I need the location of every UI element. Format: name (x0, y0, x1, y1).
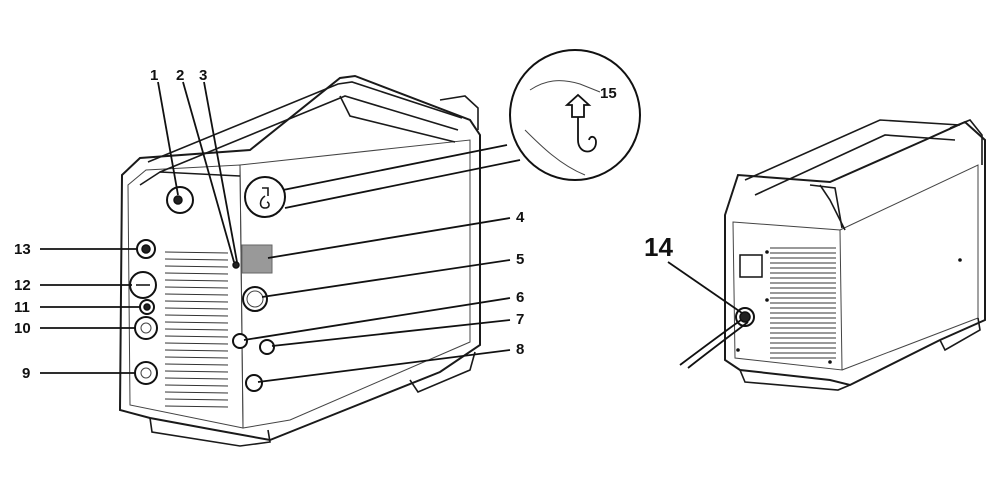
grille-slot (164, 342, 229, 345)
leader-8 (257, 349, 511, 383)
lifting-hook-icon (564, 93, 597, 153)
callout-3: 3 (199, 67, 207, 84)
callout-6: 6 (516, 289, 524, 306)
machine-front-view (118, 74, 481, 447)
callout-2: 2 (176, 67, 184, 84)
grille-slot (164, 251, 229, 254)
socket-9[interactable] (134, 361, 158, 385)
leader-2 (182, 81, 235, 263)
screw (765, 250, 769, 254)
socket-10-inner (140, 322, 152, 334)
callout-15: 15 (600, 85, 617, 102)
side-panel (239, 139, 471, 429)
front-foot (149, 417, 271, 447)
connector-6[interactable] (232, 333, 248, 349)
power-cord (679, 319, 749, 369)
magnifier-detail (524, 80, 601, 176)
grille-slot (164, 307, 229, 310)
rear-handle-corner (809, 119, 983, 229)
rear-label (739, 254, 763, 278)
socket-10[interactable] (134, 316, 158, 340)
grille-slot (164, 405, 229, 408)
callout-9: 9 (22, 365, 30, 382)
grille-slot (164, 265, 229, 268)
leader-7 (271, 319, 511, 347)
callout-13: 13 (14, 241, 31, 258)
grille-slot (164, 349, 229, 352)
callout-12: 12 (14, 277, 31, 294)
callout-7: 7 (516, 311, 524, 328)
callout-11: 11 (14, 299, 30, 316)
connector-7[interactable] (259, 339, 275, 355)
rear-corner (439, 95, 479, 130)
leader-1 (157, 81, 179, 196)
rear-side-panel (839, 164, 979, 371)
callout-1: 1 (150, 67, 158, 84)
magnifier-circle (509, 49, 641, 181)
magnifier-line-1 (282, 144, 508, 191)
control-13-center (141, 244, 151, 254)
connector-8[interactable] (245, 374, 263, 392)
indicator-led (232, 261, 240, 269)
grille-slot (164, 286, 229, 289)
grille-slot (164, 328, 229, 331)
grille-slot (164, 377, 229, 380)
leader-4 (267, 217, 511, 259)
grille-slot (164, 391, 229, 394)
rear-foot (409, 351, 476, 393)
leader-14 (667, 261, 743, 314)
control-11-center (143, 303, 151, 311)
grille-slot (164, 272, 229, 275)
grille-slot (164, 293, 229, 296)
leader-6 (243, 297, 511, 341)
knob-5-ring (246, 290, 264, 308)
callout-14: 14 (644, 232, 673, 262)
callout-4: 4 (516, 209, 525, 226)
grille-slot (164, 370, 229, 373)
machine-rear-view: 14 (644, 119, 986, 391)
rear-housing (724, 120, 986, 387)
label-panel (241, 244, 273, 274)
screw (828, 360, 832, 364)
leader-lines (40, 81, 511, 383)
hook-magnifier (282, 49, 641, 209)
callout-5: 5 (516, 251, 524, 268)
power-cord-inlet-center (739, 311, 751, 323)
front-grille (164, 251, 229, 408)
rear-grille (770, 247, 836, 359)
screw (958, 258, 962, 262)
hook-housing-small (244, 176, 286, 218)
callouts-left: 1 2 3 4 5 6 7 8 9 10 11 12 13 15 (14, 67, 617, 382)
callout-8: 8 (516, 341, 524, 358)
top-handle-bar (139, 95, 456, 186)
screw (765, 298, 769, 302)
grille-slot (164, 300, 229, 303)
lifting-hook-icon-small (259, 187, 270, 209)
magnifier-line-2 (284, 159, 521, 209)
top-handle (147, 81, 463, 173)
grille-slot (164, 356, 229, 359)
grille-slot (164, 314, 229, 317)
grille-slot (164, 363, 229, 366)
leader-3 (203, 81, 238, 263)
screw (736, 348, 740, 352)
leader-5 (261, 259, 511, 298)
socket-9-inner (140, 367, 152, 379)
grille-slot (164, 279, 229, 282)
grille-slot (164, 321, 229, 324)
rear-feet (739, 317, 981, 391)
callout-10: 10 (14, 320, 31, 337)
knob-1-center (173, 195, 183, 205)
grille-slot (164, 384, 229, 387)
grille-slot (164, 258, 229, 261)
grille-slot (164, 398, 229, 401)
grille-slot (164, 335, 229, 338)
